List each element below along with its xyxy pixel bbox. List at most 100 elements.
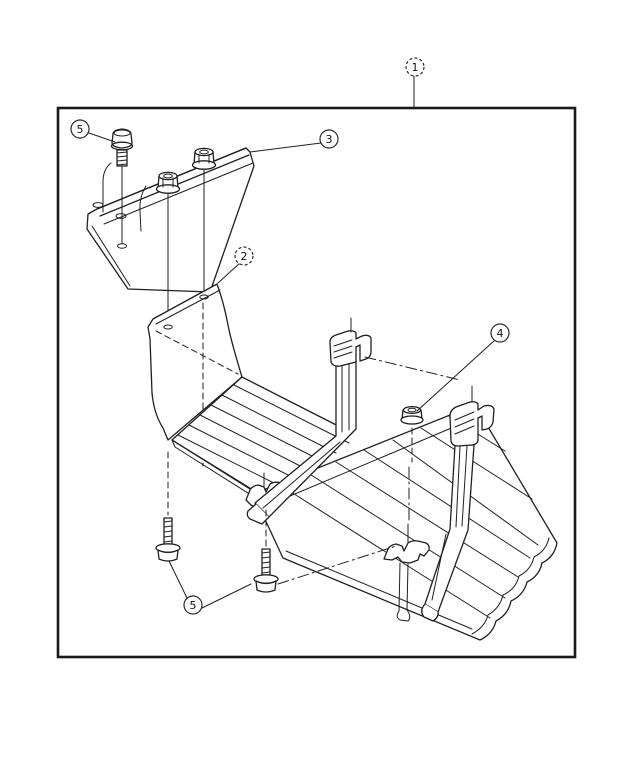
rib-line <box>188 424 301 482</box>
strap-inner-line <box>455 445 461 528</box>
hat-clip-middle <box>383 523 430 622</box>
leader-line <box>249 142 322 153</box>
leader-line <box>201 583 252 609</box>
strap-inner-line <box>461 445 468 527</box>
callout-number: 2 <box>241 250 248 263</box>
nut-hole <box>199 149 209 155</box>
nut-facets <box>162 177 174 188</box>
nut-top <box>194 147 214 157</box>
nut-flange <box>191 160 217 170</box>
clip-leg-foot <box>396 609 411 622</box>
callout-number: 5 <box>77 123 84 136</box>
corrugated-plate <box>257 404 558 641</box>
rib-line <box>363 449 531 559</box>
callout-bubble <box>183 595 203 615</box>
flange-bolt-right <box>253 548 279 593</box>
flange-nut-4 <box>400 405 424 425</box>
nut-flange <box>400 415 424 425</box>
rib-line <box>335 461 519 578</box>
plate-top-band <box>263 420 469 508</box>
leader-line <box>217 262 241 284</box>
rib-line <box>210 404 325 463</box>
bracket-fold-line <box>103 162 254 225</box>
callout-bubble <box>319 129 339 149</box>
strap-foot <box>246 503 270 525</box>
callout-5-top: 5 <box>70 119 116 143</box>
bracket-hole <box>117 243 127 249</box>
bracket-hole <box>115 213 127 219</box>
plate-bottom-band <box>285 550 473 630</box>
nut-flange <box>155 184 181 194</box>
leader-line <box>168 560 188 599</box>
nut-top <box>402 405 422 415</box>
callout-number: 3 <box>326 133 333 146</box>
nut-hole <box>163 173 173 179</box>
nut-top <box>158 171 178 181</box>
callout-bubble <box>405 57 425 77</box>
figure-frame <box>56 106 577 659</box>
callout-4: 4 <box>416 323 510 412</box>
rib-line <box>420 427 533 500</box>
plate-inner-wave <box>471 537 550 635</box>
panel-hole <box>163 324 173 330</box>
bracket-hidden-curve <box>139 185 147 232</box>
centerline <box>277 545 397 585</box>
callout-bubble <box>70 119 90 139</box>
bolt-thread <box>116 163 128 166</box>
callout-3: 3 <box>249 129 339 153</box>
rib-line <box>307 472 506 599</box>
flange-nut <box>155 171 181 194</box>
rib-line <box>199 414 313 473</box>
bolt-head-top <box>113 129 131 137</box>
nut-facets <box>198 153 210 164</box>
bolt-thread <box>116 155 128 158</box>
rib-line <box>279 484 491 619</box>
flange-bolt-left <box>155 517 181 562</box>
bracket-hole <box>92 202 104 208</box>
strap-inner-line <box>431 533 447 601</box>
bracket-hidden-curve <box>102 162 112 213</box>
rib-line <box>177 434 289 491</box>
right-hanger-strap <box>421 385 495 622</box>
strap-hook <box>449 401 495 447</box>
strap-inner-line <box>262 441 341 509</box>
callout-number: 5 <box>190 599 197 612</box>
callout-1: 1 <box>405 57 425 108</box>
tray-lip-band <box>171 439 260 501</box>
clip-body <box>383 540 430 564</box>
callout-2: 2 <box>217 246 254 284</box>
centerline <box>364 356 461 381</box>
mounting-bracket <box>86 147 255 293</box>
hidden-line <box>155 330 239 375</box>
callout-bubble <box>234 246 254 266</box>
strap-foot <box>421 603 439 622</box>
callout-number: 1 <box>412 61 419 74</box>
bolt-thread <box>116 159 128 162</box>
leader-line <box>416 339 496 412</box>
callout-bubble <box>490 323 510 343</box>
panel-outline <box>147 283 243 441</box>
panel-flange-line <box>155 289 221 325</box>
bolt-threads <box>261 551 271 574</box>
middle-hanger-strap <box>246 317 372 525</box>
callout-number: 4 <box>497 327 504 340</box>
bolt-thread <box>116 151 128 154</box>
plate-outline <box>257 404 558 641</box>
flange-nut <box>191 147 217 170</box>
callout-5-bottom: 5 <box>168 560 252 615</box>
bolt-threads <box>163 520 173 543</box>
leader-line <box>88 132 116 143</box>
hook-slot-lines <box>454 411 475 435</box>
strap-hook <box>329 330 372 367</box>
clip-leg <box>398 562 409 612</box>
tray-lip-edge <box>171 439 259 495</box>
flange-bolt-top <box>110 128 134 244</box>
panel-hole <box>199 294 209 300</box>
hook-slot-lines <box>333 339 353 359</box>
bracket-lip-line <box>91 225 131 287</box>
bracket-outline <box>86 147 255 293</box>
rib-line <box>233 384 350 444</box>
bolt-head <box>157 549 179 562</box>
